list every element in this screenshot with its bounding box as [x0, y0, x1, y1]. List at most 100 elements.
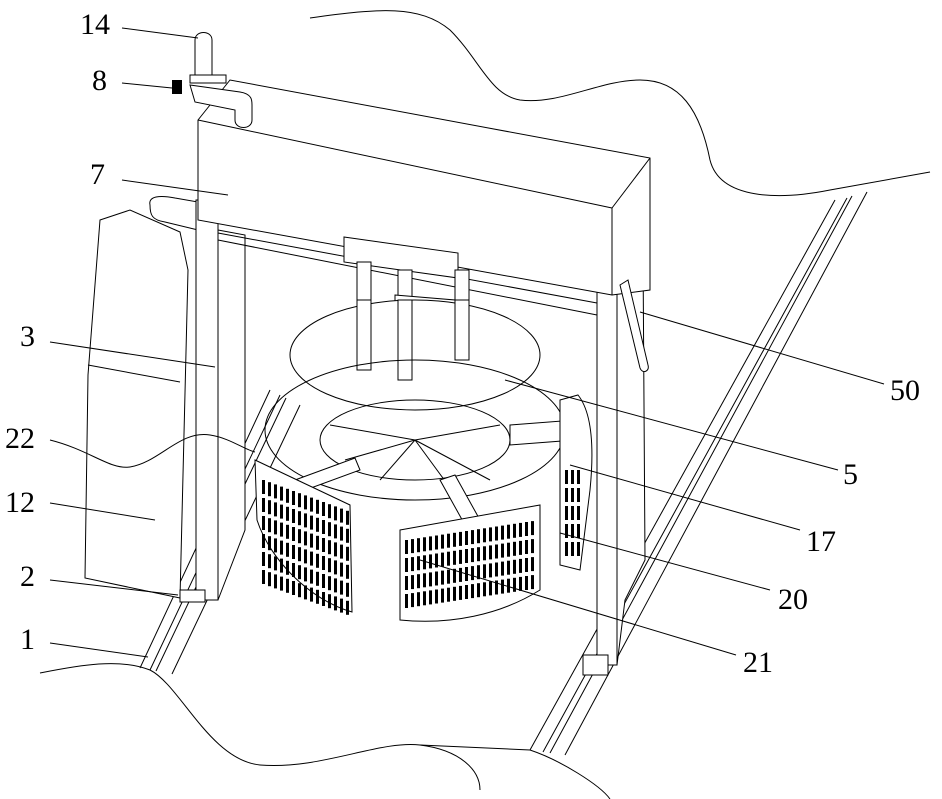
grille-slot — [310, 551, 313, 566]
grille-slot — [346, 510, 349, 525]
grille-slot — [483, 582, 486, 597]
grille-slot — [423, 537, 426, 552]
grille-slot — [565, 542, 568, 556]
grille-slot — [577, 524, 580, 538]
grille-slot — [571, 506, 574, 520]
grille-slot — [262, 570, 265, 584]
grille-slot — [340, 544, 343, 559]
disc-5 — [289, 299, 541, 411]
grille-slot — [292, 509, 295, 523]
grille-slot — [531, 539, 534, 554]
grille-slot — [322, 538, 325, 552]
hanger-rod — [397, 299, 413, 381]
grille-slot — [310, 569, 313, 584]
grille-slot — [274, 520, 277, 535]
grille-slot — [280, 576, 283, 591]
grille-slot — [334, 524, 337, 539]
grille-slot — [513, 559, 516, 574]
grille-slot — [435, 589, 438, 604]
grille-slot — [280, 522, 283, 537]
grille-slot — [286, 524, 289, 539]
grille-slot — [328, 594, 331, 609]
grille-slot — [322, 574, 325, 588]
grille-slot — [334, 542, 337, 557]
grille-slot — [453, 586, 456, 601]
grille-slot — [298, 529, 301, 544]
label-17: 17 — [806, 525, 836, 558]
grille-slot — [571, 542, 574, 556]
grille-slot — [328, 558, 331, 573]
grille-slot — [304, 531, 307, 546]
grille-slot — [447, 569, 450, 584]
grille-slot — [411, 575, 414, 590]
leader-lines — [49, 27, 885, 658]
grille-slot — [565, 524, 568, 538]
grille-slot — [411, 539, 414, 554]
grille-slot — [525, 522, 528, 536]
grille-slot — [435, 535, 438, 550]
grille-slot — [262, 552, 265, 566]
grille-slot — [274, 502, 277, 517]
grille-slot — [304, 549, 307, 564]
grille-slot — [322, 520, 325, 534]
grille-slot — [423, 573, 426, 588]
grille-slot — [322, 556, 325, 570]
ground-break-top — [309, 10, 931, 197]
grille-slot — [459, 567, 462, 582]
grille-slot — [310, 533, 313, 548]
grille-slot — [483, 528, 486, 543]
crossbar-7 — [197, 79, 651, 316]
grille-slot — [471, 566, 474, 581]
grille-slot — [577, 542, 580, 556]
grille-slot — [316, 553, 319, 568]
grille-slot — [322, 592, 325, 606]
grille-slot — [531, 557, 534, 572]
valve-8 — [172, 80, 182, 94]
grille-slot — [328, 504, 331, 519]
grille-slot — [441, 552, 444, 567]
grille-slot — [292, 545, 295, 559]
grille-slot — [423, 555, 426, 570]
grille-slot — [405, 576, 408, 590]
grille-slot — [435, 571, 438, 586]
label-22: 22 — [5, 422, 35, 455]
label-14: 14 — [80, 8, 110, 41]
label-2: 2 — [20, 560, 35, 593]
grille-slot — [298, 583, 301, 598]
grille-slot — [577, 506, 580, 520]
grille-slot — [346, 528, 349, 543]
grille-slot — [304, 513, 307, 528]
grille-slot — [531, 575, 534, 590]
grille-slot — [286, 560, 289, 575]
ground-break-bottom — [39, 663, 481, 791]
grille-slot — [513, 541, 516, 556]
grille-slot — [501, 525, 504, 540]
grille-slot — [417, 538, 420, 553]
grille-slot — [477, 529, 480, 544]
grille-slot — [501, 561, 504, 576]
label-7: 7 — [90, 158, 105, 191]
grille-slot — [262, 498, 265, 512]
grille-slot — [340, 580, 343, 595]
grille-slot — [483, 546, 486, 561]
grille-slot — [429, 554, 432, 569]
grille-slot — [268, 536, 271, 551]
grille-slot — [489, 581, 492, 596]
label-5: 5 — [843, 458, 858, 491]
grille-slot — [453, 568, 456, 583]
grille-slot — [465, 549, 468, 563]
grille-slot — [465, 585, 468, 599]
label-21: 21 — [743, 646, 773, 679]
grille-right-20 — [559, 394, 593, 571]
grille-slot — [507, 542, 510, 557]
grille-slot — [328, 540, 331, 555]
grille-slot — [525, 576, 528, 590]
label-12: 12 — [5, 486, 35, 519]
grille-slot — [322, 502, 325, 516]
label-3: 3 — [20, 320, 35, 353]
grille-slot — [334, 560, 337, 575]
hanger-rod — [454, 299, 470, 361]
grille-left — [254, 459, 353, 615]
grille-slot — [280, 504, 283, 519]
